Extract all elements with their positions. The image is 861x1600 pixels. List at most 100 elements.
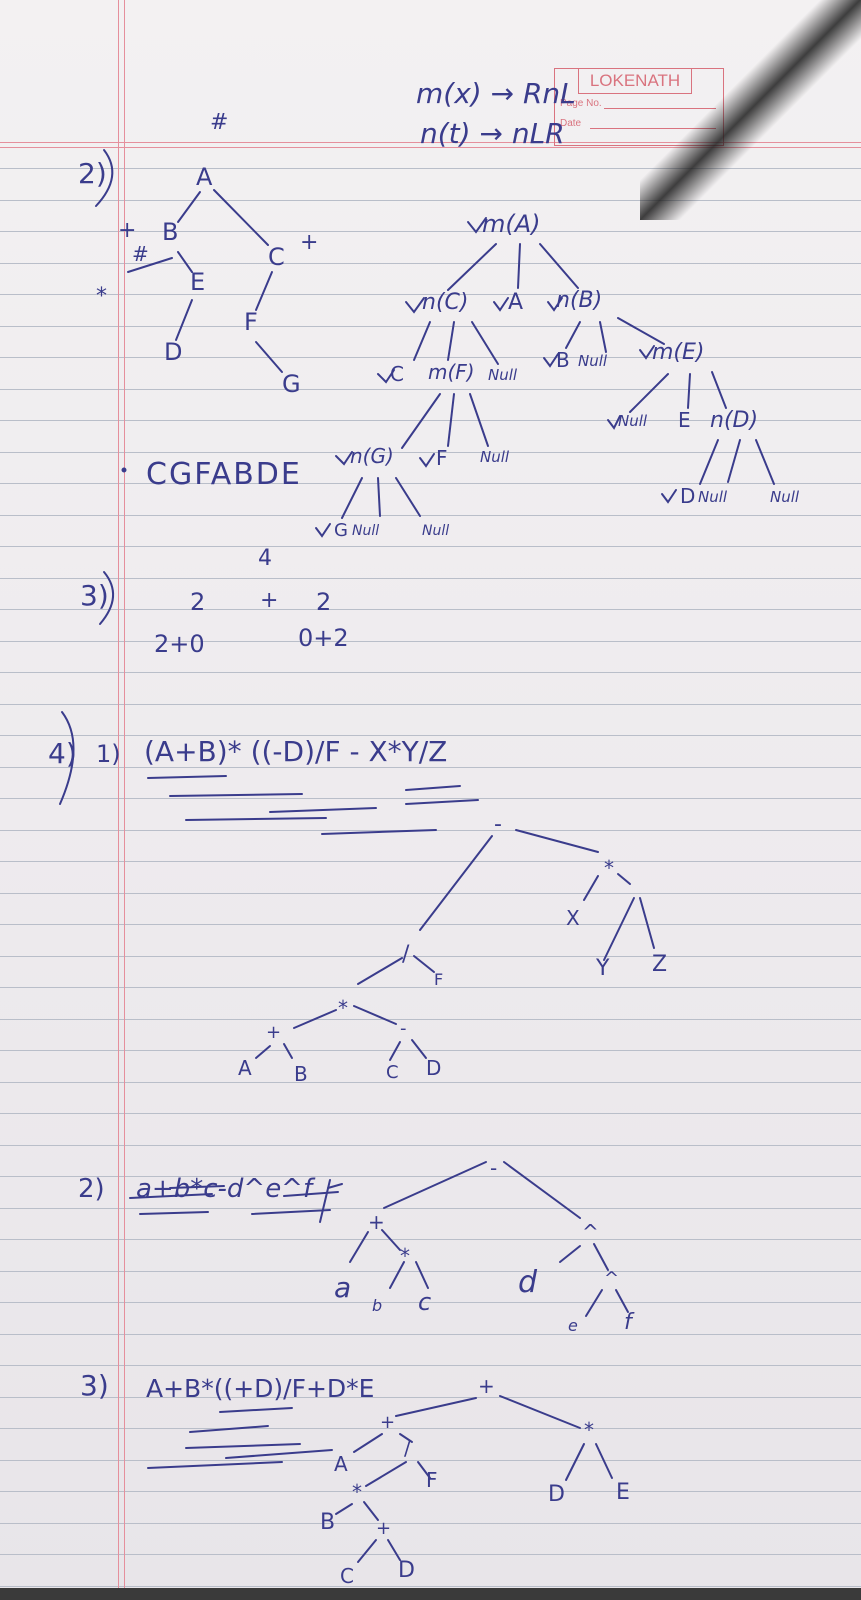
header-red-line [0, 147, 861, 148]
scribble-mark: + [118, 218, 137, 243]
check-mark [493, 297, 509, 312]
ruled-line [0, 861, 861, 862]
check-mark [639, 345, 655, 360]
tree-edge [401, 393, 441, 449]
tree-edge [629, 373, 669, 413]
q4-part-3-expression: A+B*((+D)/F+D*E [146, 1374, 375, 1403]
tree-edge [395, 477, 421, 517]
q3-left-value: 2 [190, 588, 206, 616]
expr-tree-node: / [404, 1436, 411, 1460]
ruled-line [0, 735, 861, 736]
q3-right-sum: 0+2 [298, 624, 349, 652]
ruled-line [0, 452, 861, 453]
question-bracket [95, 149, 114, 207]
recursion-node: Null [480, 448, 510, 466]
underline [189, 1425, 269, 1433]
ruled-line [0, 767, 861, 768]
underline [169, 1185, 225, 1189]
recursion-node: Null [698, 488, 728, 506]
expr-tree-node: B [294, 1062, 308, 1086]
ruled-line [0, 987, 861, 988]
ruled-line [0, 1491, 861, 1492]
q4-part-2-expression: a+b*c-d^e^f [136, 1174, 313, 1204]
note-line-1: m(x) → RnL [416, 77, 576, 110]
tree-edge [283, 1043, 293, 1059]
recursion-node: Null [422, 523, 450, 539]
tree-edge [583, 875, 599, 901]
check-mark [377, 369, 395, 384]
check-mark [335, 451, 353, 466]
ruled-line [0, 704, 861, 705]
expr-tree-node: D [426, 1056, 442, 1080]
page-bottom-edge [0, 1588, 861, 1600]
check-mark [419, 453, 435, 468]
ruled-line [0, 956, 861, 957]
tree-edge [415, 1261, 429, 1289]
tree-edge [341, 477, 363, 519]
note-line-2: n(t) → nLR [420, 117, 565, 150]
ruled-line [0, 1271, 861, 1272]
tree-node: A [196, 163, 213, 191]
tree-edge [363, 1501, 379, 1521]
recursion-node: n(C) [422, 290, 469, 315]
ruled-line [0, 1145, 861, 1146]
ruled-line [0, 1397, 861, 1398]
tree-node: G [282, 370, 301, 398]
recursion-node: Null [618, 412, 648, 430]
tree-edge [559, 1245, 581, 1263]
ruled-line [0, 1082, 861, 1083]
tree-edge [639, 897, 655, 949]
ruled-line [0, 1460, 861, 1461]
recursion-node: m(A) [482, 210, 541, 238]
expr-tree-node: B [320, 1510, 336, 1535]
tree-edge [471, 321, 499, 365]
expr-tree-node: Y [596, 956, 610, 981]
check-mark [467, 217, 487, 234]
q4-part-3-label: 3) [80, 1369, 109, 1402]
expr-tree-node: * [338, 996, 348, 1020]
ruled-line [0, 1176, 861, 1177]
ruled-line [0, 1113, 861, 1114]
question-bracket [99, 571, 114, 625]
underline [147, 775, 227, 779]
tree-edge [255, 1045, 271, 1059]
tree-edge [413, 321, 431, 361]
ruled-line [0, 515, 861, 516]
check-mark [661, 489, 677, 504]
tree-edge [565, 321, 581, 349]
tree-edge [469, 393, 489, 447]
tree-edge [419, 835, 493, 931]
recursion-node: n(B) [556, 288, 603, 313]
tree-edge [177, 191, 201, 223]
underline [169, 793, 303, 797]
recursion-node: D [680, 484, 696, 508]
q4-part-2-label: 2) [78, 1174, 105, 1204]
ruled-line [0, 924, 861, 925]
tree-node: F [244, 308, 258, 336]
recursion-node: n(G) [350, 444, 394, 468]
traversal-answer: CGFABDE [146, 457, 302, 492]
underline [219, 1407, 293, 1413]
ruled-line [0, 263, 861, 264]
ruled-line [0, 798, 861, 799]
tree-edge [353, 1005, 397, 1025]
tree-edge [127, 257, 173, 273]
tree-edge [603, 897, 635, 961]
expr-tree-node: + [368, 1210, 385, 1234]
underline [147, 1461, 283, 1469]
ruled-line [0, 294, 861, 295]
tree-edge [503, 1161, 581, 1219]
tree-edge [447, 321, 455, 361]
expr-tree-node: - [400, 1018, 407, 1039]
tree-node: C [268, 243, 285, 271]
ruled-line [0, 357, 861, 358]
tree-edge [177, 251, 193, 273]
margin-line [118, 0, 119, 1600]
tree-edge [585, 1289, 603, 1317]
question-bracket [59, 711, 75, 805]
ruled-line [0, 389, 861, 390]
tree-edge [565, 1443, 585, 1481]
ruled-line [0, 672, 861, 673]
recursion-node: B [556, 348, 570, 372]
